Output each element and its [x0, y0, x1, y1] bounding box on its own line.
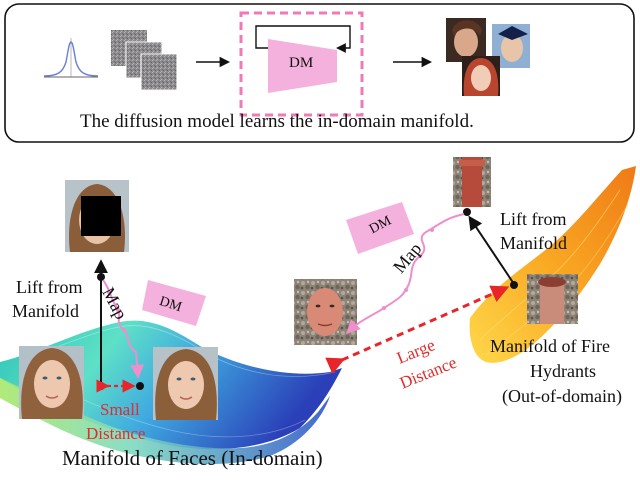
base-point-right	[510, 281, 518, 289]
lift-label-left-1: Lift from	[16, 277, 83, 297]
masked-face-image	[65, 180, 129, 252]
generated-faces	[446, 18, 530, 96]
lift-label-left-2: Manifold	[12, 301, 79, 321]
lift-arrow-right	[468, 215, 515, 285]
projected-point-right	[329, 360, 337, 368]
hydrant-manifold-caption-1: Manifold of Fire	[490, 336, 610, 356]
noise-images	[111, 30, 178, 91]
generated-face-right-image	[294, 279, 357, 345]
top-caption: The diffusion model learns the in-domain…	[80, 111, 474, 132]
lift-label-right-1: Lift from	[500, 209, 567, 229]
projected-point-left	[136, 382, 144, 390]
fire-hydrant-manifold	[469, 166, 636, 363]
lift-label-right-2: Manifold	[500, 233, 567, 253]
dm-block-left	[142, 280, 206, 326]
face-left-image	[19, 346, 84, 419]
dm-block-top	[268, 39, 337, 93]
dm-loop-arrow	[255, 25, 351, 53]
face-projected-image	[153, 347, 218, 420]
top-dm-label: DM	[289, 55, 314, 71]
small-distance-label-2: Distance	[86, 424, 146, 443]
large-distance-line	[325, 285, 510, 375]
dm-block-right	[346, 202, 414, 254]
face-manifold-caption: Manifold of Faces (In-domain)	[62, 446, 323, 470]
base-point-left	[97, 382, 105, 390]
hydrant-on-manifold-image	[527, 274, 578, 324]
map-path-left	[102, 279, 145, 379]
lift-point-right	[463, 208, 471, 216]
hydrant-manifold-caption-2: Hydrants	[530, 361, 596, 381]
small-distance-label-1: Small	[100, 400, 140, 419]
gaussian-icon	[43, 38, 99, 78]
hydrant-manifold-caption-3: (Out-of-domain)	[502, 386, 622, 406]
lift-point-left	[97, 273, 105, 281]
hydrant-masked-image	[453, 157, 491, 207]
dm-dashed-box	[239, 11, 364, 117]
